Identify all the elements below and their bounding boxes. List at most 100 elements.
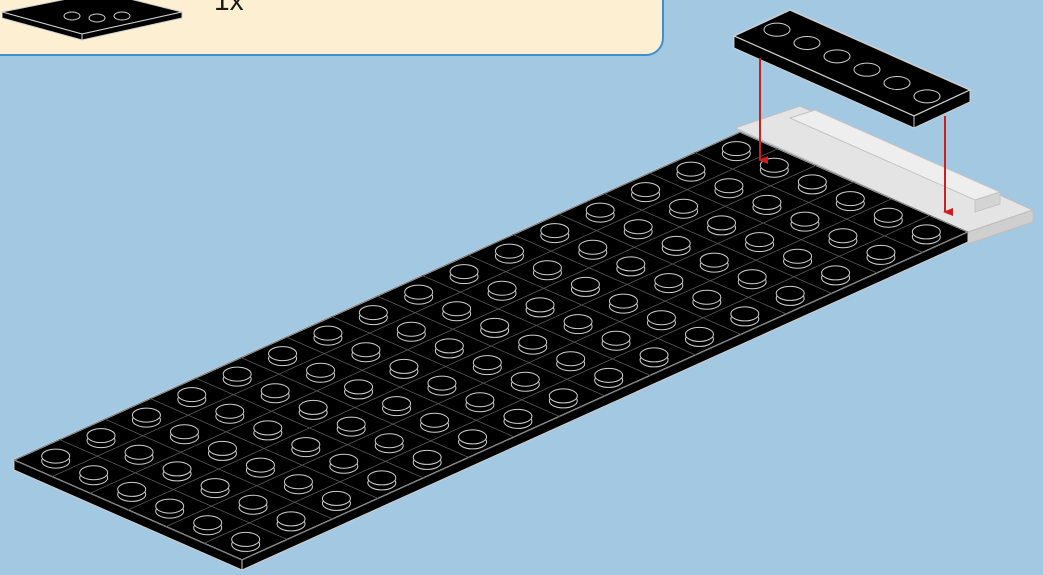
stud xyxy=(708,216,736,230)
stud xyxy=(314,326,342,340)
stud xyxy=(632,183,660,197)
stud xyxy=(125,445,153,459)
stud xyxy=(284,475,312,489)
stud xyxy=(731,307,759,321)
stud xyxy=(829,229,857,243)
stud xyxy=(156,499,184,513)
stud xyxy=(791,212,819,226)
stud xyxy=(459,430,487,444)
stud xyxy=(764,23,790,36)
stud xyxy=(481,318,509,332)
stud xyxy=(533,261,561,275)
stud xyxy=(277,512,305,526)
stud xyxy=(776,286,804,300)
stud xyxy=(586,203,614,217)
base-plate xyxy=(14,132,968,570)
stud xyxy=(488,281,516,295)
stud xyxy=(617,257,645,271)
stud xyxy=(822,266,850,280)
stud xyxy=(753,195,781,209)
stud xyxy=(345,380,373,394)
stud xyxy=(337,417,365,431)
stud xyxy=(519,335,547,349)
stud xyxy=(170,425,198,439)
stud xyxy=(914,90,940,103)
stud xyxy=(450,265,478,279)
stud xyxy=(854,63,880,76)
stud xyxy=(495,244,523,258)
stud xyxy=(87,429,115,443)
stud xyxy=(700,253,728,267)
stud xyxy=(246,458,274,472)
stud xyxy=(564,315,592,329)
stud xyxy=(655,274,683,288)
stud xyxy=(132,408,160,422)
stud xyxy=(549,389,577,403)
stud xyxy=(466,393,494,407)
stud xyxy=(368,471,396,485)
stud xyxy=(738,270,766,284)
stud xyxy=(421,413,449,427)
stud xyxy=(677,162,705,176)
stud xyxy=(232,532,260,546)
stud xyxy=(254,421,282,435)
stud xyxy=(602,331,630,345)
stud xyxy=(261,384,289,398)
stud xyxy=(352,343,380,357)
stud xyxy=(760,158,788,172)
stud xyxy=(715,179,743,193)
stud xyxy=(746,233,774,247)
stud xyxy=(435,339,463,353)
stud xyxy=(201,479,229,493)
stud xyxy=(504,409,532,423)
quantity-label: 1x xyxy=(214,0,244,18)
stud xyxy=(526,298,554,312)
parts-callout: 1x xyxy=(0,0,664,56)
stud xyxy=(912,225,940,239)
stud xyxy=(163,462,191,476)
stud xyxy=(640,348,668,362)
stud xyxy=(662,236,690,250)
stud xyxy=(541,224,569,238)
stud xyxy=(473,356,501,370)
stud xyxy=(798,175,826,189)
stud xyxy=(390,359,418,373)
stud xyxy=(397,322,425,336)
stud xyxy=(413,450,441,464)
stud xyxy=(216,404,244,418)
new-plate-piece xyxy=(734,10,970,128)
stud xyxy=(624,220,652,234)
stud xyxy=(208,441,236,455)
callout-part-icon xyxy=(2,0,242,52)
stud xyxy=(867,245,895,259)
stud xyxy=(647,311,675,325)
stud xyxy=(223,367,251,381)
stud xyxy=(292,438,320,452)
stud xyxy=(428,376,456,390)
stud xyxy=(42,449,70,463)
stud xyxy=(375,434,403,448)
stud xyxy=(80,466,108,480)
stud xyxy=(824,50,850,63)
stud xyxy=(405,285,433,299)
stud xyxy=(239,495,267,509)
stud xyxy=(836,192,864,206)
stud xyxy=(307,363,335,377)
stud xyxy=(670,199,698,213)
stud xyxy=(178,388,206,402)
stud xyxy=(595,368,623,382)
stud xyxy=(579,240,607,254)
stud xyxy=(194,516,222,530)
stud xyxy=(118,482,146,496)
stud xyxy=(383,397,411,411)
stud xyxy=(685,327,713,341)
stud xyxy=(330,454,358,468)
stud xyxy=(557,352,585,366)
stud xyxy=(884,77,910,90)
stud xyxy=(784,249,812,263)
stud xyxy=(269,347,297,361)
stud xyxy=(443,302,471,316)
stud xyxy=(874,208,902,222)
